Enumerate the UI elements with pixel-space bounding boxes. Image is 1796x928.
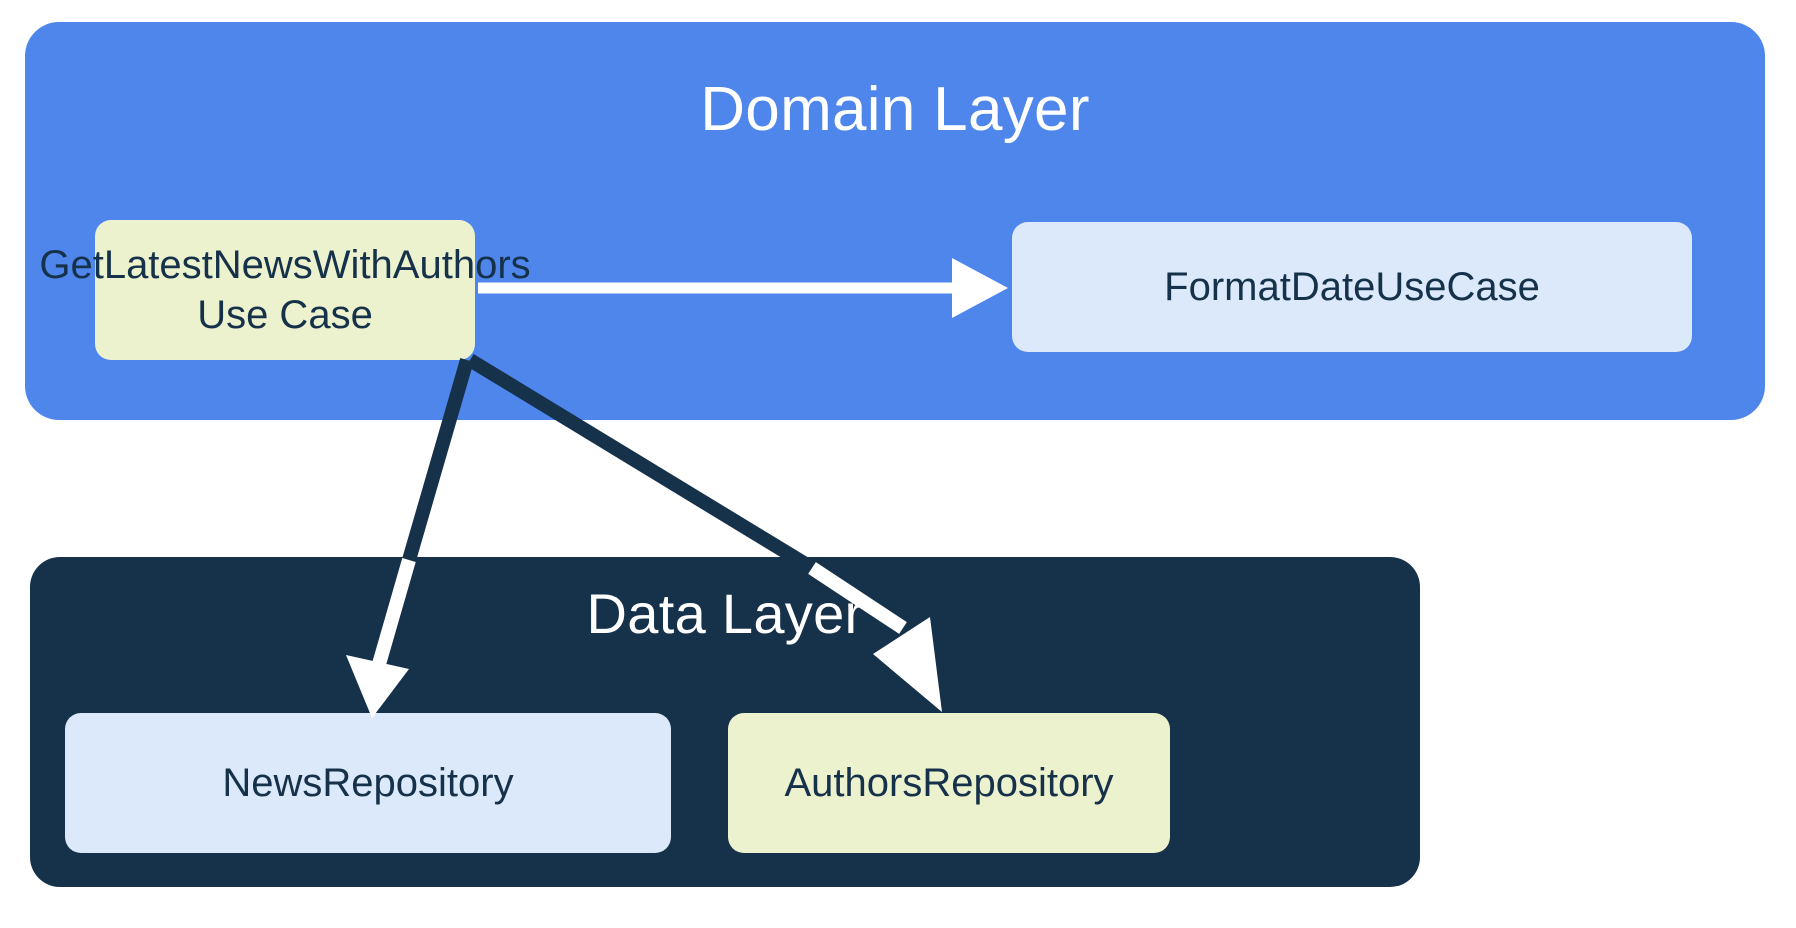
node-news-repository[interactable]: NewsRepository	[65, 713, 671, 853]
node-get-latest-news-with-authors-use-case[interactable]: GetLatestNewsWithAuthors Use Case	[39, 220, 531, 360]
node-format-date-use-case[interactable]: FormatDateUseCase	[1012, 222, 1692, 352]
node-authors-repository[interactable]: AuthorsRepository	[728, 713, 1170, 853]
domain-layer-title: Domain Layer	[700, 75, 1090, 144]
data-layer-title: Data Layer	[586, 582, 864, 645]
